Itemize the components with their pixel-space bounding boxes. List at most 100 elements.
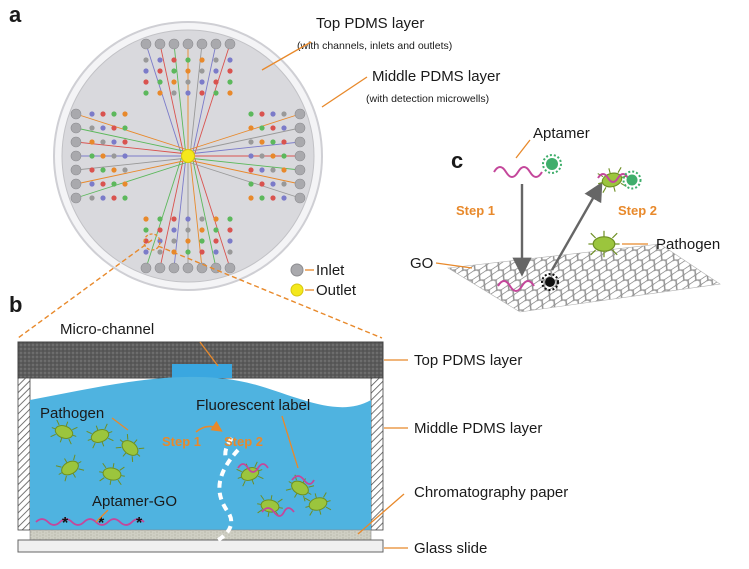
detection-microwell bbox=[89, 125, 95, 131]
detection-microwell bbox=[248, 167, 254, 173]
glass-slide-strip bbox=[17, 539, 384, 553]
detection-microwell bbox=[171, 227, 177, 233]
detection-microwell bbox=[281, 181, 287, 187]
aptamer-leader-c bbox=[515, 139, 531, 159]
detection-microwell bbox=[157, 57, 163, 63]
zoom-region-marker bbox=[143, 233, 161, 251]
detection-microwell bbox=[270, 111, 276, 117]
detection-microwell bbox=[171, 68, 177, 74]
detection-microwell bbox=[111, 111, 117, 117]
detection-microwell bbox=[270, 167, 276, 173]
detection-microwell bbox=[227, 216, 233, 222]
aptamer-label-c: Aptamer bbox=[533, 125, 590, 142]
pathogen-label-c: Pathogen bbox=[656, 236, 720, 253]
detection-microwell bbox=[199, 90, 205, 96]
detection-microwell bbox=[122, 125, 128, 131]
detection-microwell bbox=[248, 111, 254, 117]
outlet-legend-swatch bbox=[290, 283, 304, 297]
right-wall bbox=[370, 377, 384, 531]
detection-microwell bbox=[185, 57, 191, 63]
detection-microwell bbox=[185, 68, 191, 74]
inlet-port bbox=[70, 192, 82, 204]
detection-microwell bbox=[259, 139, 265, 145]
detection-microwell bbox=[100, 139, 106, 145]
released-aptamer bbox=[261, 507, 295, 517]
inlet-port bbox=[154, 38, 166, 50]
detection-microwell bbox=[199, 68, 205, 74]
detection-microwell bbox=[122, 181, 128, 187]
detection-microwell bbox=[100, 195, 106, 201]
detection-microwell bbox=[157, 227, 163, 233]
step-2-label-c: Step 2 bbox=[618, 203, 657, 218]
detection-microwell bbox=[89, 167, 95, 173]
inlet-port bbox=[70, 150, 82, 162]
chromatography-paper-strip bbox=[29, 529, 372, 541]
go-leader bbox=[435, 262, 473, 269]
inlet-port bbox=[168, 38, 180, 50]
released-aptamer bbox=[291, 475, 315, 485]
detection-microwell bbox=[122, 111, 128, 117]
dye-burst bbox=[542, 154, 562, 174]
detection-microwell bbox=[281, 125, 287, 131]
detection-microwell bbox=[213, 90, 219, 96]
detection-microwell bbox=[171, 90, 177, 96]
dye-mark: * bbox=[62, 515, 69, 532]
micro-channel-opening bbox=[172, 364, 232, 378]
detection-microwell bbox=[185, 238, 191, 244]
dye-mark: * bbox=[136, 515, 143, 532]
detection-microwell bbox=[89, 153, 95, 159]
detection-microwell bbox=[213, 79, 219, 85]
detection-microwell bbox=[248, 153, 254, 159]
micro-channel-label: Micro-channel bbox=[60, 321, 154, 338]
chromatography-label: Chromatography paper bbox=[414, 484, 568, 501]
panel-a-letter: a bbox=[9, 2, 22, 27]
detection-microwell bbox=[185, 227, 191, 233]
detection-microwell bbox=[270, 181, 276, 187]
detection-microwell bbox=[122, 167, 128, 173]
inlet-port bbox=[168, 262, 180, 274]
detection-microwell bbox=[248, 125, 254, 131]
detection-microwell bbox=[281, 167, 287, 173]
detection-microwell bbox=[157, 249, 163, 255]
detection-microwell bbox=[199, 227, 205, 233]
detection-microwell bbox=[171, 79, 177, 85]
aptamer-go-leader bbox=[95, 509, 109, 523]
detection-microwell bbox=[199, 238, 205, 244]
detection-microwell bbox=[227, 90, 233, 96]
outlet-legend-label: Outlet bbox=[316, 282, 357, 299]
pathogen-leader-b bbox=[111, 417, 129, 431]
detection-microwell bbox=[157, 79, 163, 85]
inlet-port bbox=[294, 122, 306, 134]
top-pdms-b-label: Top PDMS layer bbox=[414, 352, 522, 369]
pathogen-cluster bbox=[50, 419, 145, 486]
detection-microwell bbox=[281, 195, 287, 201]
detection-microwell bbox=[111, 195, 117, 201]
inlet-port bbox=[294, 192, 306, 204]
detection-microwell bbox=[171, 238, 177, 244]
detection-microwell bbox=[281, 139, 287, 145]
detection-microwell bbox=[143, 227, 149, 233]
detection-microwell bbox=[122, 139, 128, 145]
detection-microwell bbox=[89, 195, 95, 201]
chromatography-leader bbox=[357, 493, 405, 535]
middle-pdms-leader bbox=[321, 76, 368, 108]
detection-microwell bbox=[259, 153, 265, 159]
zoom-line-left bbox=[17, 239, 153, 339]
detection-microwell bbox=[100, 153, 106, 159]
detection-microwell bbox=[259, 125, 265, 131]
detection-microwell bbox=[259, 195, 265, 201]
detection-microwell bbox=[227, 57, 233, 63]
inlet-legend-label: Inlet bbox=[316, 262, 345, 279]
detection-microwell bbox=[171, 57, 177, 63]
detection-microwell bbox=[248, 139, 254, 145]
top-pdms-leader bbox=[261, 41, 312, 71]
panel-b-letter: b bbox=[9, 292, 22, 317]
inlet-port bbox=[140, 262, 152, 274]
inlet-port bbox=[182, 262, 194, 274]
inlet-port bbox=[294, 164, 306, 176]
free-pathogen bbox=[588, 230, 620, 258]
detection-microwell bbox=[157, 238, 163, 244]
inlet-port bbox=[210, 38, 222, 50]
detection-microwell bbox=[171, 216, 177, 222]
detection-microwell bbox=[143, 216, 149, 222]
